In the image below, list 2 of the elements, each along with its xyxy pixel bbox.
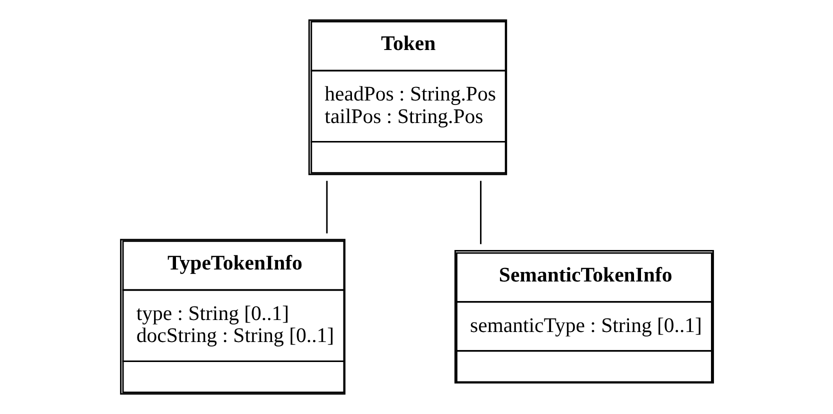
connector bbox=[326, 180, 328, 234]
connector bbox=[480, 180, 481, 244]
